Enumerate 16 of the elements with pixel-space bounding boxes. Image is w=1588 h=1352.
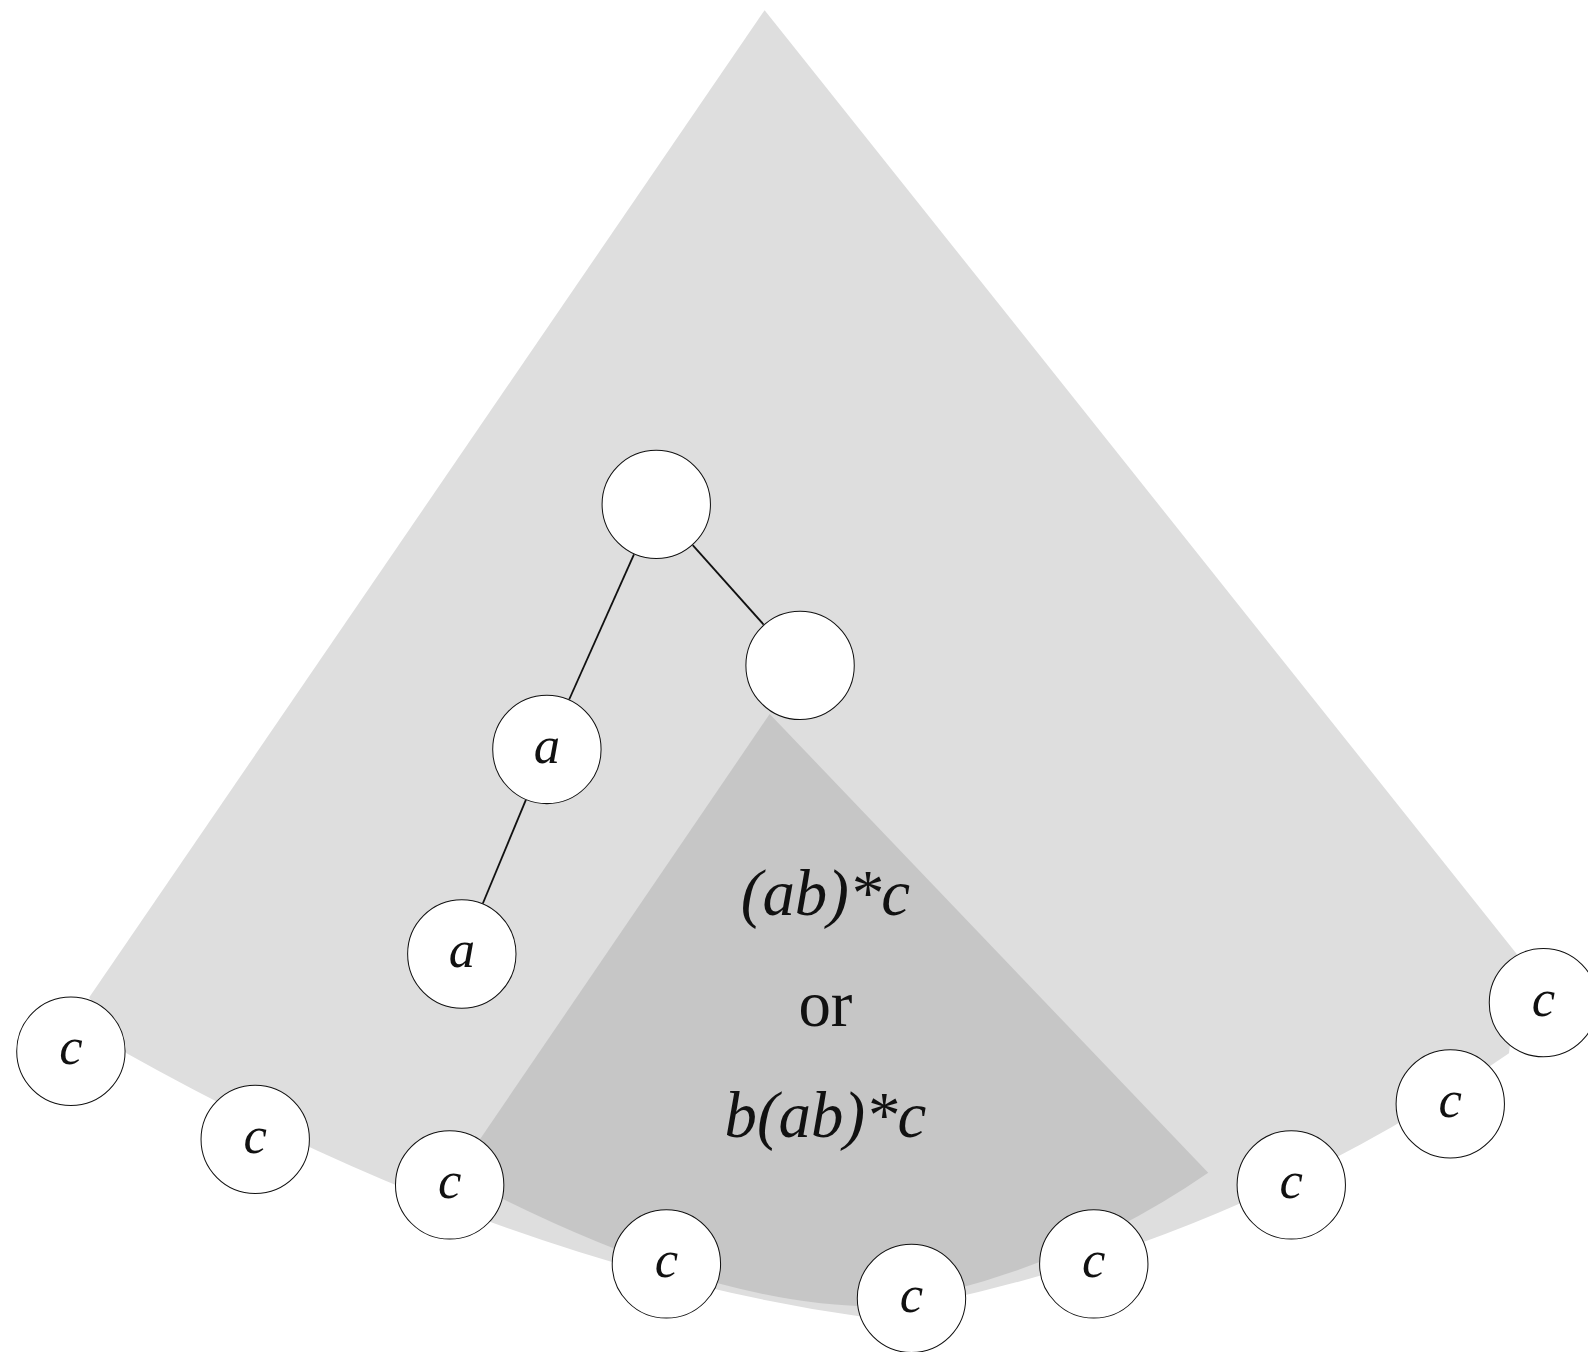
node-label: c [654,1233,679,1287]
node-label: c [1279,1154,1303,1208]
node-label: a [448,923,475,977]
node-label: c [1438,1073,1462,1127]
node-label: c [1082,1233,1106,1287]
tree-edge [691,544,765,626]
node-label: c [59,1020,83,1074]
tree-edge [568,553,635,701]
node-label: c [243,1108,267,1162]
cone-label: or [797,972,854,1038]
tree-edge [481,799,527,905]
node-label: c [437,1154,462,1208]
node-label: c [899,1268,924,1321]
node-label: c [1531,972,1556,1025]
cone-label: b(ab)*c [723,1083,928,1149]
node-label: a [533,719,561,772]
